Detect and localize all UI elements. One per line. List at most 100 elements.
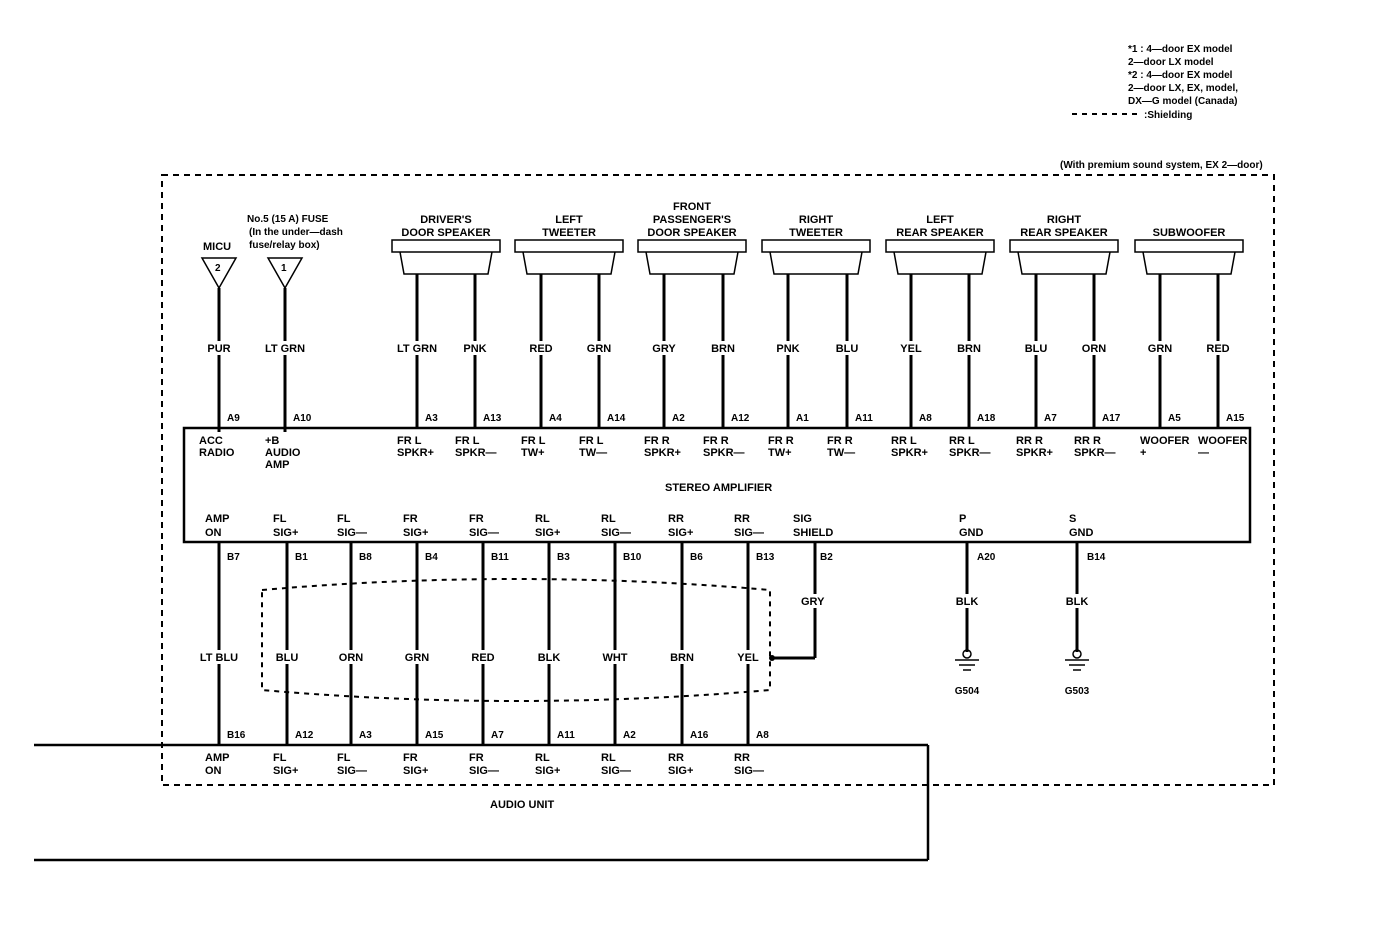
pin-number: A15 [425, 730, 444, 741]
terminal-label: RR [668, 513, 684, 525]
fuse-triangle-icon [266, 257, 304, 290]
wire-color: GRY [652, 343, 676, 355]
terminal-label: SPKR+ [644, 447, 681, 459]
terminal-label: + [1140, 447, 1146, 459]
pin-number: B1 [295, 552, 308, 563]
wire-color: LT BLU [200, 652, 238, 664]
speaker-cone-icon [893, 251, 987, 275]
terminal-label: FR R [827, 435, 853, 447]
audio-unit-terminal-label: AMP [205, 752, 229, 764]
wire-label-bg [642, 341, 686, 355]
pin-number: A4 [549, 413, 562, 424]
wire-label-bg [263, 341, 307, 355]
speaker-label: TWEETER [789, 227, 843, 239]
audio-unit-terminal-label: ON [205, 765, 222, 777]
terminal-label: SPKR+ [1016, 447, 1053, 459]
pin-number: B3 [557, 552, 570, 563]
speaker-cone-icon [1017, 251, 1111, 275]
micu-triangle-icon [200, 257, 238, 290]
terminal-label: AUDIO [265, 447, 301, 459]
terminal-label: FL [337, 513, 351, 525]
micu-connector: MICU 2 [200, 241, 238, 432]
pin-number: A16 [690, 730, 709, 741]
terminal-label: AMP [265, 459, 289, 471]
micu-label: MICU [203, 241, 231, 253]
terminal-label: SPKR— [1074, 447, 1116, 459]
fuse-number: 1 [281, 263, 287, 274]
speaker-label: TWEETER [542, 227, 596, 239]
terminal-label: SPKR+ [891, 447, 928, 459]
pin-number: B4 [425, 552, 438, 563]
audio-unit: AUDIO UNIT [34, 743, 930, 862]
wire-label-bg [662, 650, 702, 664]
terminal-label: WOOFER [1198, 435, 1248, 447]
audio-unit-terminal-label: RR [668, 752, 684, 764]
terminal-label: TW+ [521, 447, 545, 459]
wire-label-bg [577, 341, 621, 355]
wire-color: BLU [276, 652, 299, 664]
wire-color: BRN [957, 343, 981, 355]
sig-shield-term: SIG [793, 513, 812, 525]
terminal-label: S [1069, 513, 1076, 525]
audio-unit-terminal-label: SIG— [337, 765, 367, 777]
terminal-label: FR L [521, 435, 546, 447]
terminal-label: RR R [1016, 435, 1043, 447]
pin-number: A15 [1226, 413, 1245, 424]
terminal-label: TW+ [768, 447, 792, 459]
terminal-label: RL [601, 513, 616, 525]
shielding-outline [261, 578, 771, 702]
wire-color: BLU [1025, 343, 1048, 355]
pin-number: A17 [1102, 413, 1121, 424]
note-line: DX—G model (Canada) [1128, 96, 1237, 107]
pin-number: A8 [756, 730, 769, 741]
audio-unit-terminal-label: SIG+ [535, 765, 560, 777]
pin-number: B6 [690, 552, 703, 563]
wire-color: RED [1206, 343, 1229, 355]
speaker-label: REAR SPEAKER [896, 227, 983, 239]
wire-label-bg [1063, 594, 1091, 608]
wire-label-bg [331, 650, 371, 664]
pin-number: B13 [756, 552, 775, 563]
pin-number: B16 [227, 730, 246, 741]
fuse-label: No.5 (15 A) FUSE [247, 214, 329, 225]
terminal-label: AMP [205, 513, 229, 525]
wire-label-bg [199, 650, 239, 664]
terminal-label: TW— [579, 447, 607, 459]
wire-color: BLK [1066, 596, 1089, 608]
pin-number: A14 [607, 413, 626, 424]
pin-number: A13 [483, 413, 502, 424]
terminal-label: SIG— [337, 527, 367, 539]
wire-color: GRN [587, 343, 612, 355]
pin-number: A20 [977, 552, 996, 563]
speaker-label: RIGHT [1047, 214, 1082, 226]
speaker-label: PASSENGER'S [653, 214, 731, 226]
terminal-label: FR L [455, 435, 480, 447]
wire-label-bg [463, 650, 503, 664]
audio-unit-terminal-label: FR [403, 752, 418, 764]
audio-unit-terminal-label: FR [469, 752, 484, 764]
terminal-label: SIG+ [403, 527, 428, 539]
wire-color: PUR [207, 343, 230, 355]
wire-color: YEL [900, 343, 922, 355]
micu-number: 2 [215, 263, 221, 274]
wire-color: ORN [339, 652, 364, 664]
wire-color: GRN [405, 652, 430, 664]
terminal-label: FR R [768, 435, 794, 447]
wire-color: YEL [737, 652, 759, 664]
terminal-label: RR L [891, 435, 917, 447]
